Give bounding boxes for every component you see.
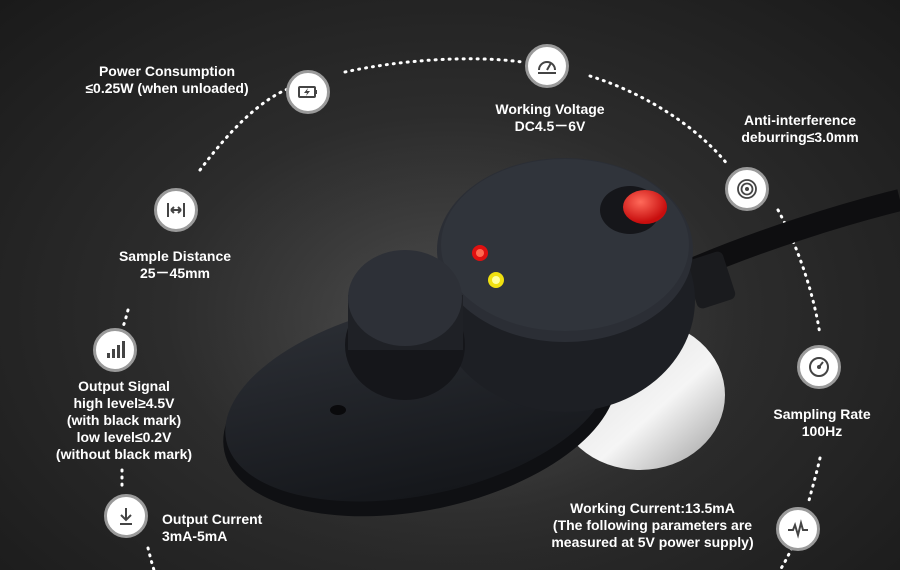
spec-output-signal: Output Signal high level≥4.5V (with blac… xyxy=(34,378,214,463)
spec-title: Working Voltage xyxy=(495,101,605,117)
spec-title: Anti-interference xyxy=(743,112,857,128)
spec-title: Sample Distance xyxy=(118,248,232,264)
voltmeter-icon xyxy=(525,44,569,88)
spec-working-voltage: Working Voltage DC4.5－6V xyxy=(470,101,630,135)
spec-power-consumption: Power Consumption ≤0.25W (when unloaded) xyxy=(62,63,272,97)
spec-line: (The following parameters are xyxy=(552,517,753,533)
spec-value: deburring≤3.0mm xyxy=(741,129,859,145)
spec-line: low level≤0.2V xyxy=(76,429,172,445)
spec-line: (without black mark) xyxy=(55,446,193,462)
spec-title: Working Current:13.5mA xyxy=(570,500,735,516)
gauge-icon xyxy=(797,345,841,389)
spec-line: measured at 5V power supply) xyxy=(551,534,754,550)
spec-title: Output Signal xyxy=(78,378,170,394)
spec-value: 3mA-5mA xyxy=(162,528,228,544)
spec-value: 25－45mm xyxy=(139,265,211,281)
spec-title: Output Current xyxy=(162,511,263,527)
spec-line: (with black mark) xyxy=(66,412,182,428)
spec-sample-distance: Sample Distance 25－45mm xyxy=(100,248,250,282)
spec-output-current: Output Current 3mA-5mA xyxy=(162,511,262,545)
spec-line: high level≥4.5V xyxy=(73,395,175,411)
spec-anti-interference: Anti-interference deburring≤3.0mm xyxy=(720,112,880,146)
signal-bars-icon xyxy=(93,328,137,372)
spec-title: Sampling Rate xyxy=(773,406,871,422)
fingerprint-icon xyxy=(725,167,769,211)
spec-title: Power Consumption xyxy=(98,63,236,79)
spec-value: ≤0.25W (when unloaded) xyxy=(85,80,249,96)
spec-value: DC4.5－6V xyxy=(514,118,586,134)
download-arrow-icon xyxy=(104,494,148,538)
spec-sampling-rate: Sampling Rate 100Hz xyxy=(752,406,892,440)
battery-charge-icon xyxy=(286,70,330,114)
pulse-wave-icon xyxy=(776,507,820,551)
spec-value: 100Hz xyxy=(801,423,843,439)
spec-working-current: Working Current:13.5mA (The following pa… xyxy=(525,500,780,551)
distance-arrows-icon xyxy=(154,188,198,232)
